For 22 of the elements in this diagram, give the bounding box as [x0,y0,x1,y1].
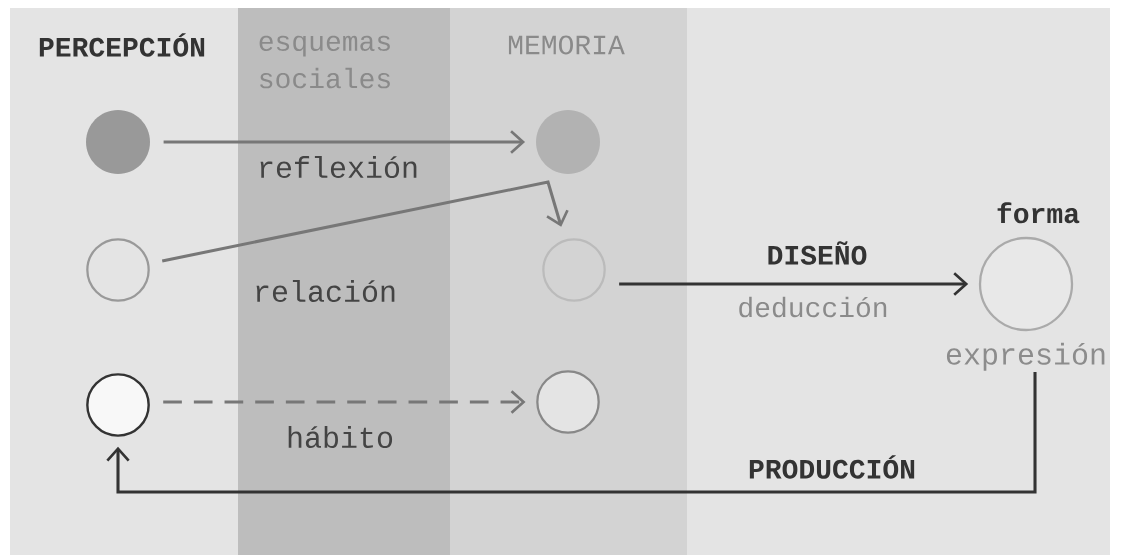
arrow [619,272,969,296]
edge-label: DISEÑO [768,241,867,265]
edge-label: PRODUCCIÓN [749,455,915,479]
arrow [161,180,569,263]
arrow [106,372,1037,494]
circle-node [86,373,150,437]
circle-node: forma expresión [946,202,1105,371]
circle-node [536,110,600,174]
node-label: forma [997,202,1080,224]
text-label: PERCEPCIÓN [39,33,205,57]
edge-label: hábito [288,426,393,448]
caption-text: deducción [739,296,887,318]
circle-node [536,370,600,434]
circle-node [86,238,150,302]
arrow [163,130,526,154]
arrow [163,390,526,414]
circle-node [86,110,150,174]
node-label: expresión [946,342,1105,371]
edge-label: relación [256,280,395,302]
circle-node [542,238,606,302]
column-heading: MEMORIA [508,35,625,55]
edge-label: reflexión [260,156,417,178]
